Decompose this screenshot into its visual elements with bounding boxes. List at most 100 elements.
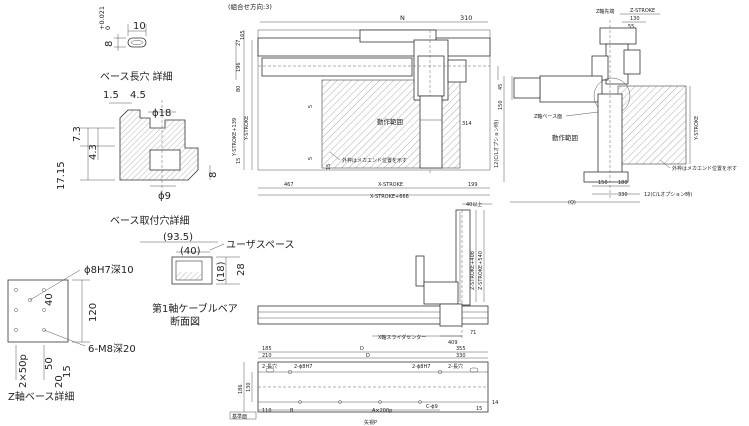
dim-17-15: 17.15 xyxy=(56,161,67,190)
dim-71: 71 xyxy=(470,330,476,336)
dim-15c: 15 xyxy=(326,164,332,170)
dim-120: 120 xyxy=(88,303,99,322)
front-view: 40以上 Z-STROKE+408 Z-STROKE+540 X軸スライダセンタ… xyxy=(257,201,492,346)
cable-bear-title-1: 第1軸ケーブルベア xyxy=(152,302,238,315)
dim-310: 310 xyxy=(460,14,472,22)
dim-150b: 150 xyxy=(598,180,608,186)
operating-range-top: 動作範囲 xyxy=(377,117,403,126)
dim-130: 130 xyxy=(630,16,640,22)
tol-zero: 0 xyxy=(104,26,112,30)
dim-12cl-bottom: 12(C/Lオプション時) xyxy=(644,192,692,198)
operating-range-side: 動作範囲 xyxy=(552,133,578,142)
dim-186: 186 xyxy=(238,384,244,394)
dim-196: 196 xyxy=(236,62,242,72)
dim-199: 199 xyxy=(468,182,478,188)
tol-plus: +0.021 xyxy=(98,6,106,30)
side-view: Z軸先端 Z-STROKE 130 55 150 45 12(C/Lオプション時… xyxy=(494,8,737,206)
dim-150: 150 xyxy=(498,100,504,110)
dim-27: 27 xyxy=(236,40,242,46)
dim-15d: 15 xyxy=(476,406,482,412)
dim-x-stroke: X-STROKE xyxy=(378,182,403,188)
dim-phi9: ϕ9 xyxy=(158,191,171,202)
dim-40-up: 40以上 xyxy=(466,201,482,208)
dim-7-3: 7.3 xyxy=(72,126,83,142)
z-axis-base: Z軸ベース面 xyxy=(534,113,562,120)
dim-c-phi9: C-ϕ9 xyxy=(426,404,438,410)
dim-55: 55 xyxy=(628,24,634,30)
arrow-view-label: 矢視P xyxy=(364,419,377,426)
z-axis-tip: Z軸先端 xyxy=(596,8,614,15)
dim-185: 185 xyxy=(262,346,272,352)
dim-4-5: 4.5 xyxy=(130,90,146,101)
mount-hole-detail-title: ベース取付穴詳細 xyxy=(110,214,190,227)
dim-y-stroke-139: Y-STROKE+139 xyxy=(232,118,238,157)
x-slider-center: X軸スライダセンター xyxy=(378,334,426,341)
dim-10: 10 xyxy=(133,21,146,32)
cable-bear-title-2: 断面図 xyxy=(170,315,200,328)
dim-15b: 15 xyxy=(236,158,242,164)
cable-bear-section: (93.5) (40) (18) 28 ユーザスペース 第1軸ケーブルベア 断面… xyxy=(140,232,295,328)
dim-45: 45 xyxy=(498,84,504,90)
z-base-detail: ϕ8H7深10 120 40 50 6-M8深20 15 20 2×50p Z軸… xyxy=(7,264,136,403)
two-long-right: 2-長穴 xyxy=(448,363,463,370)
dim-8: 8 xyxy=(104,41,115,47)
dim-14: 14 xyxy=(492,400,498,406)
dim-2x50p: 2×50p xyxy=(18,354,29,388)
dim-110: 110 xyxy=(262,408,272,414)
dim-z-stroke: Z-STROKE xyxy=(630,8,655,14)
two-phi8h7-left: 2-ϕ8H7 xyxy=(294,364,312,370)
dim-N: N xyxy=(400,14,405,22)
dim-y-stroke: Y-STROKE xyxy=(244,116,250,141)
dim-1-5: 1.5 xyxy=(103,90,119,101)
dim-130b: 130 xyxy=(246,382,252,392)
dim-20: 20 xyxy=(54,375,65,388)
dim-40b: 40 xyxy=(44,293,55,306)
arrow-view-p: 185 210 D D 355 330 2-長穴 2-ϕ8H7 2-ϕ8H7 2… xyxy=(229,346,498,426)
dim-D2: D xyxy=(366,353,370,359)
two-phi8h7-right: 2-ϕ8H7 xyxy=(412,364,430,370)
mount-hole-section: 1.5 4.5 ϕ18 7.3 4.3 17.15 8 ϕ9 ベース取付穴詳細 xyxy=(56,90,219,227)
dim-15: 15 xyxy=(62,365,73,378)
dim-z-stroke-540: Z-STROKE+540 xyxy=(478,251,484,290)
dim-D: D xyxy=(360,346,364,352)
dim-z-stroke-408: Z-STROKE+408 xyxy=(470,251,476,290)
z-base-detail-title: Z軸ベース詳細 xyxy=(8,390,74,403)
dim-y-stroke-right: Y-STROKE xyxy=(694,116,700,141)
dim-m8: 6-M8深20 xyxy=(88,343,136,355)
dim-4-3: 4.3 xyxy=(88,144,99,160)
dim-330: 330 xyxy=(618,192,628,198)
dim-B: B xyxy=(290,408,294,414)
reference-face: 基準面 xyxy=(232,413,247,420)
dim-93-5: (93.5) xyxy=(163,232,193,243)
dim-330b: 330 xyxy=(456,353,466,359)
top-view: (組合せ方向:3) N 310 Y-STROKE+139 Y-STROKE 19… xyxy=(228,2,499,200)
dim-467: 467 xyxy=(284,182,294,188)
dim-Q: (Q) xyxy=(568,200,576,206)
dim-phi18: ϕ18 xyxy=(152,108,171,119)
dim-28: 28 xyxy=(236,263,247,276)
user-space-label: ユーザスペース xyxy=(226,239,295,251)
dim-165: 165 xyxy=(240,30,246,40)
dim-a200: A×200p xyxy=(372,408,392,414)
outer-frame-note-side: 外枠はメカエンド位置を示す xyxy=(672,165,737,172)
dim-409: 409 xyxy=(448,340,458,346)
dim-5: 5 xyxy=(308,105,314,108)
dim-18: (18) xyxy=(216,261,227,282)
combo-direction: (組合せ方向:3) xyxy=(228,2,272,11)
slot-detail: 10 8 +0.021 0 ベース長穴 詳細 xyxy=(98,6,173,83)
dim-8b: 8 xyxy=(208,172,219,178)
dim-210: 210 xyxy=(262,353,272,359)
dim-80: 80 xyxy=(236,86,242,92)
dim-5b: 5 xyxy=(308,157,314,160)
dim-phi8h7: ϕ8H7深10 xyxy=(84,264,134,276)
dim-355: 355 xyxy=(456,346,466,352)
dim-180: 180 xyxy=(618,180,628,186)
outer-frame-note-top: 外枠はメカエンド位置を示す xyxy=(342,157,407,164)
dim-314: 314 xyxy=(462,121,472,127)
slot-detail-title: ベース長穴 詳細 xyxy=(100,70,173,83)
dim-x-stroke-666: X-STROKE+666 xyxy=(370,194,409,200)
dim-40: (40) xyxy=(180,246,201,257)
two-long-left: 2-長穴 xyxy=(262,363,277,370)
dim-50: 50 xyxy=(44,357,55,370)
